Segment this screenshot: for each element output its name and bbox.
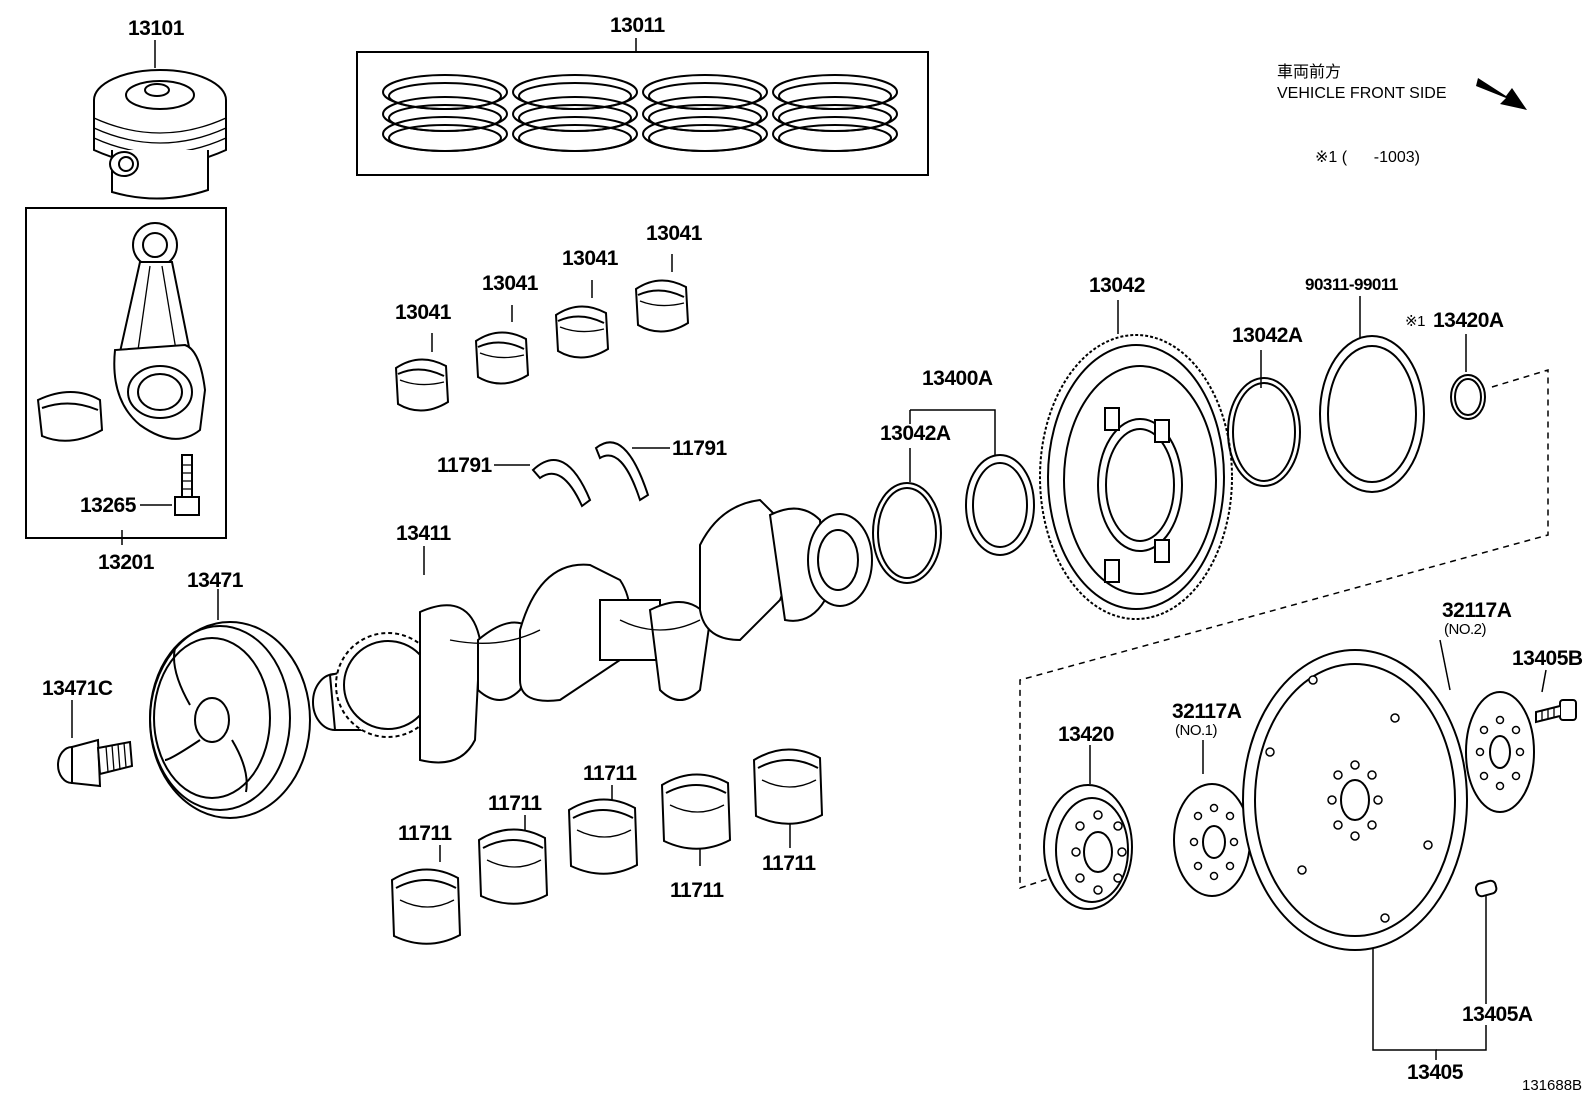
conrod-bearings-drawing bbox=[394, 279, 689, 412]
crank-pulley-drawing bbox=[149, 621, 311, 819]
flywheel-pin-drawing bbox=[1474, 879, 1498, 898]
label-conrod-bearing-4: 13041 bbox=[646, 222, 702, 245]
direction-note-jp: 車両前方 bbox=[1277, 64, 1342, 81]
drive-plate-no2-drawing bbox=[1465, 691, 1535, 813]
thrust-washers-drawing bbox=[531, 441, 650, 508]
label-thrust-washer-right: 11791 bbox=[672, 437, 727, 460]
label-drive-plate-no2: 32117A bbox=[1442, 599, 1512, 622]
crankshaft-drawing bbox=[312, 498, 873, 764]
reluctor-rings-drawing bbox=[872, 454, 1035, 584]
ring-gear-plate-drawing bbox=[1039, 334, 1233, 620]
label-conrod-bearing-2: 13041 bbox=[482, 272, 538, 295]
label-conrod-bearing-1: 13041 bbox=[395, 301, 451, 324]
label-oil-seal: 90311-99011 bbox=[1305, 275, 1398, 294]
flywheel-group-outline bbox=[1019, 368, 1549, 890]
label-flywheel-bolt: 13405B bbox=[1512, 647, 1583, 670]
label-piston: 13101 bbox=[128, 17, 184, 40]
label-reluctor-ring-right: 13042A bbox=[1232, 324, 1303, 347]
label-ring-gear-plate: 13042 bbox=[1089, 274, 1145, 297]
label-reluctor-ring-left: 13042A bbox=[880, 422, 951, 445]
label-ring-set: 13011 bbox=[610, 14, 665, 37]
label-flywheel-spacer: 13420 bbox=[1058, 723, 1114, 746]
vehicle-front-arrow-icon bbox=[1476, 78, 1527, 110]
rings-and-seal-drawing bbox=[1227, 335, 1486, 493]
label-main-bearing-5: 11711 bbox=[762, 852, 816, 875]
label-crankshaft: 13411 bbox=[396, 522, 451, 545]
label-conrod-bolt: 13265 bbox=[80, 494, 136, 517]
label-main-bearing-1: 11711 bbox=[398, 822, 452, 845]
label-drive-plate-no2-sub: (NO.2) bbox=[1444, 621, 1487, 638]
label-main-bearing-4: 11711 bbox=[670, 879, 724, 902]
connecting-rod-drawing bbox=[25, 207, 227, 539]
label-thrust-washer-left: 11791 bbox=[437, 454, 492, 477]
label-spacer-marked-prefix: ※1 bbox=[1405, 313, 1425, 330]
label-conrod-bearing-3: 13041 bbox=[562, 247, 618, 270]
footnote-serial-range: ※1 ( -1003) bbox=[1315, 149, 1420, 166]
label-spacer-marked: 13420A bbox=[1433, 309, 1504, 332]
piston-ring-set-drawing bbox=[356, 51, 929, 176]
label-main-bearing-3: 11711 bbox=[583, 762, 637, 785]
catalog-code: 131688B bbox=[1522, 1077, 1583, 1094]
direction-note-en: VEHICLE FRONT SIDE bbox=[1277, 85, 1447, 102]
piston-drawing bbox=[93, 69, 227, 200]
label-flywheel-pin: 13405A bbox=[1462, 1003, 1533, 1026]
flywheel-bolt-drawing bbox=[1535, 699, 1577, 724]
label-main-bearing-2: 11711 bbox=[488, 792, 542, 815]
main-bearings-drawing bbox=[390, 748, 823, 945]
label-drive-plate-no1: 32117A bbox=[1172, 700, 1242, 723]
drive-plate-no1-drawing bbox=[1173, 783, 1251, 897]
label-reluctor-set: 13400A bbox=[922, 367, 993, 390]
pulley-bolt-drawing bbox=[57, 738, 134, 788]
flywheel-spacer-drawing bbox=[1043, 784, 1133, 910]
label-drive-plate-no1-sub: (NO.1) bbox=[1175, 722, 1218, 739]
label-pulley-bolt: 13471C bbox=[42, 677, 113, 700]
label-crank-pulley: 13471 bbox=[187, 569, 243, 592]
label-flywheel-assy: 13405 bbox=[1407, 1061, 1463, 1084]
label-conrod-assy: 13201 bbox=[98, 551, 154, 574]
flywheel-plate-drawing bbox=[1242, 649, 1468, 951]
leader-lines bbox=[71, 38, 1547, 1060]
